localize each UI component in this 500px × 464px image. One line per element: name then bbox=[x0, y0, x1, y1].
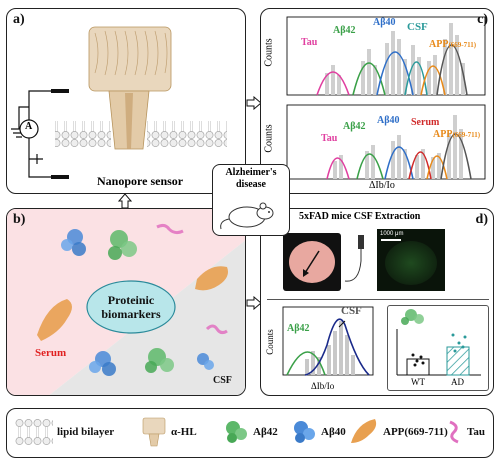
panel-d-divider bbox=[267, 299, 489, 300]
bottom-app-sub: (669-711) bbox=[452, 131, 481, 139]
panel-d-histogram bbox=[282, 306, 374, 376]
d-hist-csf-label: CSF bbox=[341, 305, 362, 317]
top-app-text: APP bbox=[429, 39, 449, 50]
scale-bar bbox=[381, 239, 401, 241]
legend-label-lipid: lipid bilayer bbox=[57, 426, 115, 438]
legend-label-ab40: Aβ40 bbox=[321, 426, 346, 438]
panel-c: c) bbox=[260, 8, 494, 194]
scale-bar-label: 1000 μm bbox=[380, 231, 404, 237]
nanopore-diagram bbox=[11, 26, 227, 179]
bottom-tau-label: Tau bbox=[321, 133, 338, 144]
ab40-icon bbox=[61, 229, 214, 376]
alpha-hl-icon bbox=[142, 417, 166, 447]
fluorescence-image: 1000 μm bbox=[377, 229, 445, 291]
arrow-right-icon bbox=[246, 96, 262, 110]
proteinic-biomarkers-text: Proteinic biomarkers bbox=[101, 293, 161, 321]
ab42-icon bbox=[108, 230, 174, 373]
serum-label: Serum bbox=[35, 347, 67, 359]
top-ylabel: Counts bbox=[263, 38, 275, 67]
panel-b-label: b) bbox=[13, 212, 26, 227]
bottom-app-text: APP bbox=[433, 129, 453, 140]
panel-b-background bbox=[7, 209, 245, 395]
ammeter-label: A bbox=[25, 121, 33, 132]
brain-photo bbox=[283, 233, 341, 291]
legend-tau: Tau bbox=[447, 409, 485, 455]
app-icon bbox=[37, 266, 228, 341]
ab42-icon bbox=[226, 421, 247, 443]
legend-label-alpha-hl: α-HL bbox=[171, 426, 197, 438]
arrow-up-icon bbox=[118, 193, 132, 209]
mouse-label: Alzheimer's disease bbox=[225, 167, 277, 190]
legend-alpha-hl: α-HL bbox=[141, 409, 197, 455]
bottom-app-label: APP(669-711) bbox=[433, 129, 480, 140]
ab40-icon bbox=[294, 421, 315, 443]
panel-b: b) Proteinic biomarkers Serum CSF bbox=[6, 208, 246, 396]
legend-label-ab42: Aβ42 bbox=[253, 426, 278, 438]
bottom-serum-label: Serum bbox=[411, 117, 440, 128]
d-hist-ylabel: Counts bbox=[264, 329, 275, 355]
ab42-icon-small bbox=[401, 309, 424, 325]
tau-icon bbox=[449, 420, 459, 444]
panel-c-histograms bbox=[286, 16, 486, 180]
top-ab40-label: Aβ40 bbox=[373, 17, 396, 28]
legend-label-app: APP(669-711) bbox=[383, 426, 448, 438]
panel-c-label: c) bbox=[477, 12, 488, 27]
alpha-hl-icon bbox=[88, 26, 172, 150]
panel-c-xlabel: ΔIb/Io bbox=[369, 180, 395, 191]
legend-label-tau: Tau bbox=[467, 426, 485, 438]
panel-d-label: d) bbox=[475, 212, 488, 227]
top-tau-label: Tau bbox=[301, 37, 318, 48]
legend-ab40: Aβ40 bbox=[291, 409, 346, 455]
d-hist-ab42-label: Aβ42 bbox=[287, 323, 310, 334]
tau-icon bbox=[156, 223, 228, 335]
app-icon bbox=[351, 419, 377, 443]
bottom-ab40-label: Aβ40 bbox=[377, 115, 400, 126]
legend-box: lipid bilayer α-HL Aβ42 Aβ40 APP(669-711… bbox=[6, 408, 494, 458]
d-hist-xlabel: ΔIb/Io bbox=[311, 381, 335, 391]
bar-label-wt: WT bbox=[411, 377, 425, 387]
csf-label: CSF bbox=[213, 375, 232, 386]
biomarkers-ellipse bbox=[86, 280, 176, 334]
panel-a: a) bbox=[6, 8, 246, 194]
top-ab42-label: Aβ42 bbox=[333, 25, 356, 36]
mouse-box: Alzheimer's disease bbox=[212, 164, 290, 236]
bar-chart-box bbox=[387, 305, 489, 391]
bottom-ylabel: Counts bbox=[263, 124, 275, 153]
lipid-bilayer-icon bbox=[15, 419, 53, 445]
bottom-ab42-label: Aβ42 bbox=[343, 121, 366, 132]
legend-lipid-bilayer: lipid bilayer bbox=[15, 409, 114, 455]
panel-d-bar-chart bbox=[396, 309, 481, 376]
mouse-icon bbox=[220, 202, 274, 230]
panel-d-title: 5xFAD mice CSF Extraction bbox=[299, 211, 421, 222]
bar-label-ad: AD bbox=[451, 377, 464, 387]
legend-ab42: Aβ42 bbox=[223, 409, 278, 455]
top-app-label: APP(669-711) bbox=[429, 39, 476, 50]
nanopore-sensor-caption: Nanopore sensor bbox=[97, 174, 184, 188]
pipette-arrow-icon bbox=[303, 250, 320, 277]
top-csf-label: CSF bbox=[407, 21, 428, 33]
bar-ad bbox=[446, 346, 470, 376]
syringe-icon bbox=[344, 235, 364, 282]
lipid-bilayer-icon bbox=[55, 121, 227, 147]
panel-a-label: a) bbox=[13, 12, 25, 27]
fluorescence-glow bbox=[385, 241, 437, 285]
panel-d: d) 5xFAD mice CSF Extraction 1000 μm Cou… bbox=[260, 208, 494, 396]
top-app-sub: (669-711) bbox=[448, 41, 477, 49]
ammeter-icon bbox=[19, 119, 39, 139]
arrow-right-icon-2 bbox=[246, 296, 262, 310]
legend-app: APP(669-711) bbox=[349, 409, 448, 455]
